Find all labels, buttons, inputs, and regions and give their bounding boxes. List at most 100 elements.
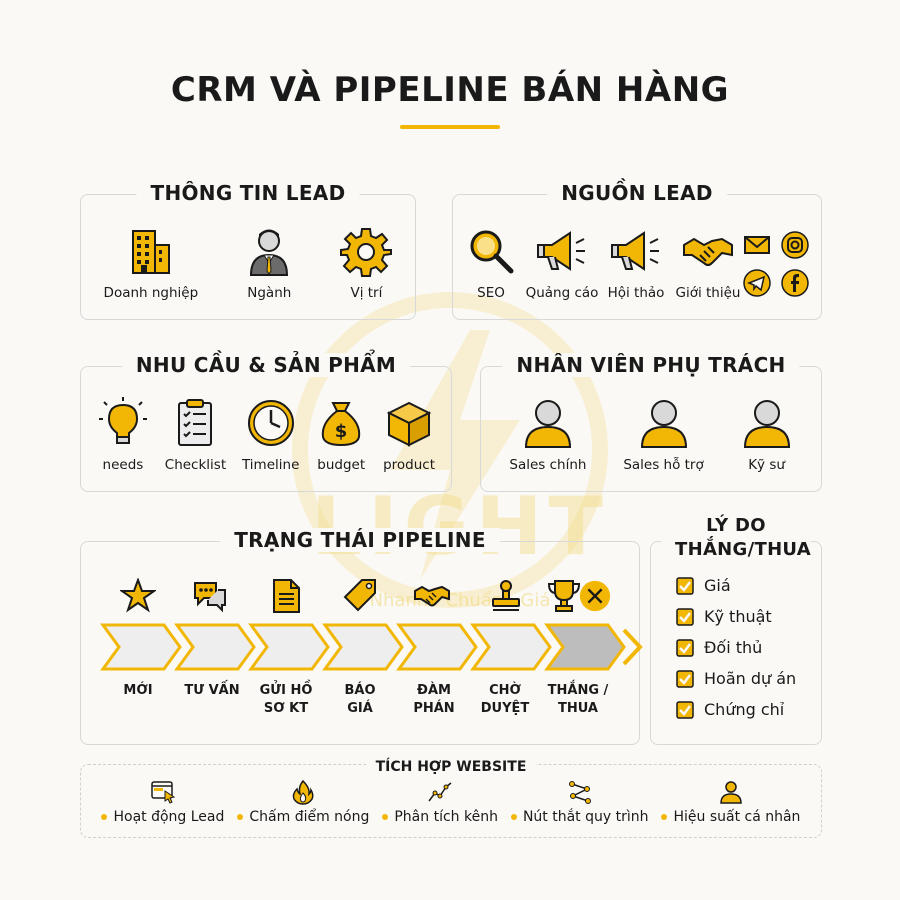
chat-icon: [194, 582, 226, 613]
lead-source-label: Quảng cáo: [525, 285, 599, 301]
staff-label: Kỹ sư: [748, 457, 785, 473]
megaphone-icon: [537, 231, 585, 271]
website-label: Phân tích kênh: [394, 809, 498, 825]
bullet-dot: [237, 814, 244, 820]
person-icon: [524, 400, 571, 448]
stage-label: GỬI HỒ SƠ KT: [259, 683, 313, 716]
needs-label: budget: [317, 457, 366, 473]
checkbox-icon: [676, 669, 694, 688]
needs-item-timeline: Timeline: [242, 397, 299, 473]
user-icon: [720, 781, 742, 804]
bullet-dot: [101, 814, 108, 820]
website-item-hot-scoring: Chấm điểm nóng: [237, 779, 369, 825]
page-title: CRM VÀ PIPELINE BÁN HÀNG: [170, 70, 730, 110]
stage-label: TƯ VẤN: [184, 683, 240, 698]
staff-item-engineer: Kỹ sư: [741, 397, 793, 473]
pipeline-card: TRẠNG THÁI PIPELINE: [80, 528, 640, 745]
checkbox-icon: [676, 638, 694, 657]
needs-item-budget: $ budget: [315, 397, 367, 473]
lead-source-label: Giới thiệu: [675, 285, 741, 301]
pipeline-chevron-3: [248, 623, 330, 671]
price-tag-icon: [343, 579, 376, 612]
flame-icon: [293, 779, 314, 805]
magnifier-icon: [470, 230, 514, 274]
stage-label: THẮNG / THUA: [547, 683, 609, 716]
website-card: TÍCH HỢP WEBSITE Hoạt động Lead Chấm điể…: [80, 759, 822, 838]
pipeline-chevron-1: [100, 623, 182, 671]
reason-label: Giá: [704, 576, 731, 595]
staff-label: Sales hỗ trợ: [623, 457, 704, 473]
facebook-icon: [781, 269, 809, 297]
checkbox-icon: [676, 576, 694, 595]
person-icon: [640, 400, 687, 448]
pipeline-chevron-2: [174, 623, 256, 671]
lightbulb-icon: [98, 397, 147, 444]
title-underline: [400, 125, 500, 129]
star-icon: [120, 578, 156, 613]
website-label: Nút thắt quy trình: [522, 809, 649, 825]
reason-item: Chứng chỉ: [676, 700, 784, 719]
checkbox-icon: [676, 700, 694, 719]
lead-info-item-industry: Ngành: [243, 225, 295, 301]
lead-source-item-seo: SEO: [463, 225, 519, 301]
lead-info-label: Ngành: [247, 285, 292, 301]
workflow-icon: [568, 781, 591, 804]
stage-label: CHỜ DUYỆT: [480, 683, 530, 716]
lead-source-label: SEO: [477, 285, 505, 301]
trophy-icon: [547, 580, 581, 612]
reason-label: Chứng chỉ: [704, 700, 785, 719]
needs-label: Timeline: [241, 457, 300, 473]
lead-source-title: NGUỒN LEAD: [547, 181, 727, 205]
megaphone-icon: [611, 231, 659, 271]
reason-label: Kỹ thuật: [704, 607, 772, 626]
reason-label: Hoãn dự án: [704, 669, 797, 688]
staff-card: NHÂN VIÊN PHỤ TRÁCH Sales chính Sales hỗ…: [480, 353, 822, 492]
handshake-icon: [414, 585, 450, 607]
person-icon: [743, 400, 790, 448]
stage-label: ĐÀM PHÁN: [413, 683, 455, 716]
website-label: Chấm điểm nóng: [249, 809, 370, 825]
checkbox-icon: [676, 607, 694, 626]
reason-item: Kỹ thuật: [676, 607, 772, 626]
clock-icon: [247, 400, 294, 446]
line-chart-icon: [428, 782, 452, 802]
instagram-icon: [781, 231, 809, 259]
businessman-icon: [250, 229, 289, 276]
stage-label: MỚI: [123, 683, 153, 698]
bullet-dot: [382, 814, 389, 820]
pipeline-chevron-4: [322, 623, 404, 671]
bullet-dot: [661, 814, 668, 820]
watermark-text: LIGHT: [311, 480, 609, 573]
pipeline-chevron-6: [470, 623, 552, 671]
reasons-card: LÝ DO THẮNG/THUA: [650, 514, 822, 745]
needs-item-checklist: Checklist: [165, 397, 226, 473]
document-icon: [273, 579, 300, 613]
stage-label: BÁO GIÁ: [344, 683, 376, 716]
lead-source-item-referral: Giới thiệu: [673, 225, 743, 301]
bullet-dot: [510, 814, 517, 820]
needs-label: product: [383, 457, 436, 473]
staff-item-main-sales: Sales chính: [509, 397, 586, 473]
reason-label: Đối thủ: [704, 638, 763, 657]
reason-item: Đối thủ: [676, 638, 762, 657]
needs-label: Checklist: [164, 457, 227, 473]
telegram-icon: [743, 269, 771, 297]
lead-info-title: THÔNG TIN LEAD: [136, 181, 360, 205]
needs-label: needs: [102, 457, 144, 473]
pipeline-title: TRẠNG THÁI PIPELINE: [220, 528, 500, 552]
svg-text:$: $: [335, 421, 348, 442]
pipeline-chevron-5: [396, 623, 478, 671]
needs-item-needs: needs: [97, 397, 149, 473]
website-item-performance: Hiệu suất cá nhân: [661, 779, 800, 825]
close-icon: [579, 580, 611, 612]
needs-card: NHU CẦU & SẢN PHẨM needs: [80, 353, 452, 492]
staff-title: NHÂN VIÊN PHỤ TRÁCH: [502, 353, 800, 377]
pipeline-arrow: [622, 628, 643, 666]
building-icon: [131, 230, 170, 274]
website-item-bottleneck: Nút thắt quy trình: [510, 779, 649, 825]
reason-item: Giá: [676, 576, 731, 595]
stamp-icon: [492, 580, 520, 611]
staff-label: Sales chính: [509, 457, 587, 473]
lead-source-card: NGUỒN LEAD SEO Quảng cáo: [452, 181, 822, 320]
lead-source-label: Hội thảo: [607, 285, 665, 301]
